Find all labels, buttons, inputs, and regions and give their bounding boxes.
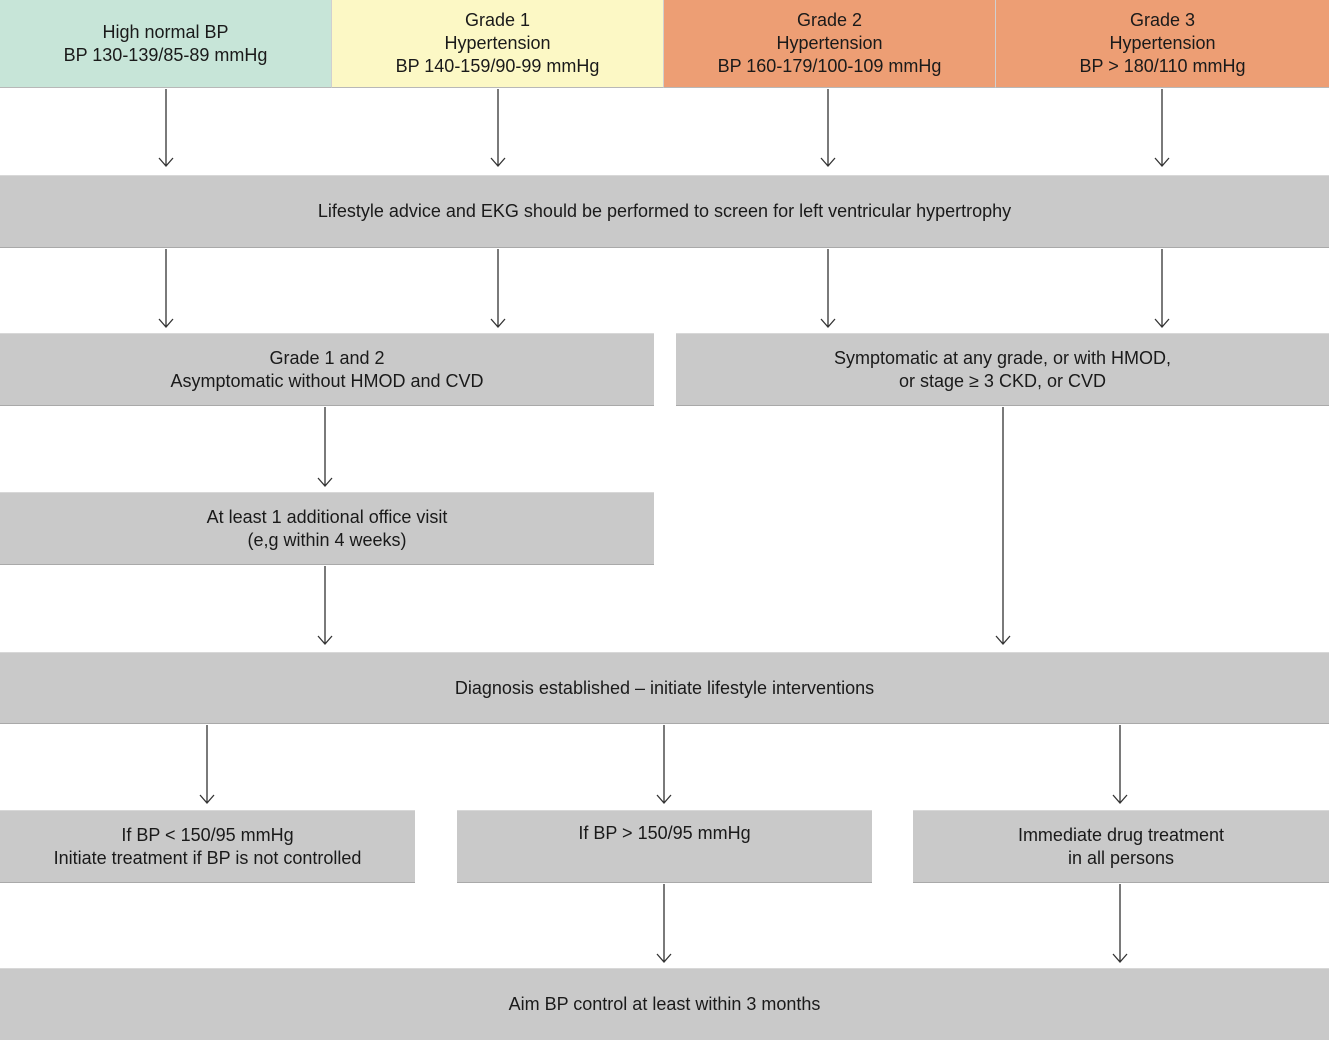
grade-header-grade2: Grade 2 Hypertension BP 160-179/100-109 … — [664, 0, 996, 88]
grade-header-grade1: Grade 1 Hypertension BP 140-159/90-99 mm… — [332, 0, 664, 88]
grade1-range: BP 140-159/90-99 mmHg — [395, 56, 600, 76]
office-visit-line1: At least 1 additional office visit — [206, 506, 448, 527]
arrow-grade1-to-lifestyle — [490, 89, 506, 167]
arrow-lifestyle-to-asymptomatic-a — [158, 249, 174, 328]
arrow-asymptomatic-to-visit — [317, 407, 333, 487]
grade3-subtitle: Hypertension — [1109, 33, 1216, 53]
arrow-immediate-to-aim — [1112, 884, 1128, 963]
symptomatic-line1: Symptomatic at any grade, or with HMOD, — [833, 347, 1172, 368]
arrow-diagnosis-to-above — [656, 725, 672, 804]
grade-header-high-normal: High normal BP BP 130-139/85-89 mmHg — [0, 0, 332, 88]
diagnosis-box: Diagnosis established – initiate lifesty… — [0, 652, 1329, 724]
symptomatic-box: Symptomatic at any grade, or with HMOD, … — [676, 333, 1329, 406]
treatment-box-below-threshold: If BP < 150/95 mmHg Initiate treatment i… — [0, 810, 415, 883]
grade3-title: Grade 3 — [1129, 10, 1196, 30]
treatment-above-line1: If BP > 150/95 mmHg — [578, 823, 751, 843]
asymptomatic-box: Grade 1 and 2 Asymptomatic without HMOD … — [0, 333, 654, 406]
grade2-subtitle: Hypertension — [776, 33, 883, 53]
arrow-diagnosis-to-immediate — [1112, 725, 1128, 804]
aim-text: Aim BP control at least within 3 months — [508, 994, 821, 1014]
high-normal-range: BP 130-139/85-89 mmHg — [63, 44, 268, 65]
arrow-lifestyle-to-symptomatic-b — [1154, 249, 1170, 328]
diagnosis-text: Diagnosis established – initiate lifesty… — [454, 677, 875, 698]
symptomatic-line2: or stage ≥ 3 CKD, or CVD — [899, 370, 1106, 391]
grade3-range: BP > 180/110 mmHg — [1079, 56, 1246, 76]
asymptomatic-line1: Grade 1 and 2 — [269, 347, 385, 368]
treatment-below-line2: Initiate treatment if BP is not controll… — [53, 847, 362, 868]
lifestyle-advice-text: Lifestyle advice and EKG should be perfo… — [317, 201, 1012, 221]
grade2-title: Grade 2 — [796, 10, 863, 30]
arrow-grade3-to-lifestyle — [1154, 89, 1170, 167]
lifestyle-advice-box: Lifestyle advice and EKG should be perfo… — [0, 175, 1329, 248]
arrow-lifestyle-to-asymptomatic-b — [490, 249, 506, 328]
treatment-immediate-line1: Immediate drug treatment — [1017, 824, 1225, 845]
high-normal-title: High normal BP — [102, 21, 229, 42]
office-visit-line2: (e,g within 4 weeks) — [247, 529, 407, 550]
treatment-below-line1: If BP < 150/95 mmHg — [121, 824, 294, 845]
grade1-title: Grade 1 — [464, 10, 531, 30]
arrow-symptomatic-to-diagnosis — [995, 407, 1011, 645]
arrow-lifestyle-to-symptomatic-a — [820, 249, 836, 328]
arrow-above-to-aim — [656, 884, 672, 963]
arrow-visit-to-diagnosis — [317, 566, 333, 645]
office-visit-box: At least 1 additional office visit (e,g … — [0, 492, 654, 565]
aim-box: Aim BP control at least within 3 months — [0, 968, 1329, 1040]
arrow-high-normal-to-lifestyle — [158, 89, 174, 167]
arrow-diagnosis-to-below — [199, 725, 215, 804]
grade1-subtitle: Hypertension — [444, 33, 551, 53]
treatment-immediate-line2: in all persons — [1067, 847, 1175, 868]
grade-header-grade3: Grade 3 Hypertension BP > 180/110 mmHg — [996, 0, 1329, 88]
grade2-range: BP 160-179/100-109 mmHg — [717, 56, 942, 76]
treatment-box-above-threshold: If BP > 150/95 mmHg — [457, 810, 872, 883]
treatment-box-immediate: Immediate drug treatment in all persons — [913, 810, 1329, 883]
arrow-grade2-to-lifestyle — [820, 89, 836, 167]
asymptomatic-line2: Asymptomatic without HMOD and CVD — [170, 370, 484, 391]
